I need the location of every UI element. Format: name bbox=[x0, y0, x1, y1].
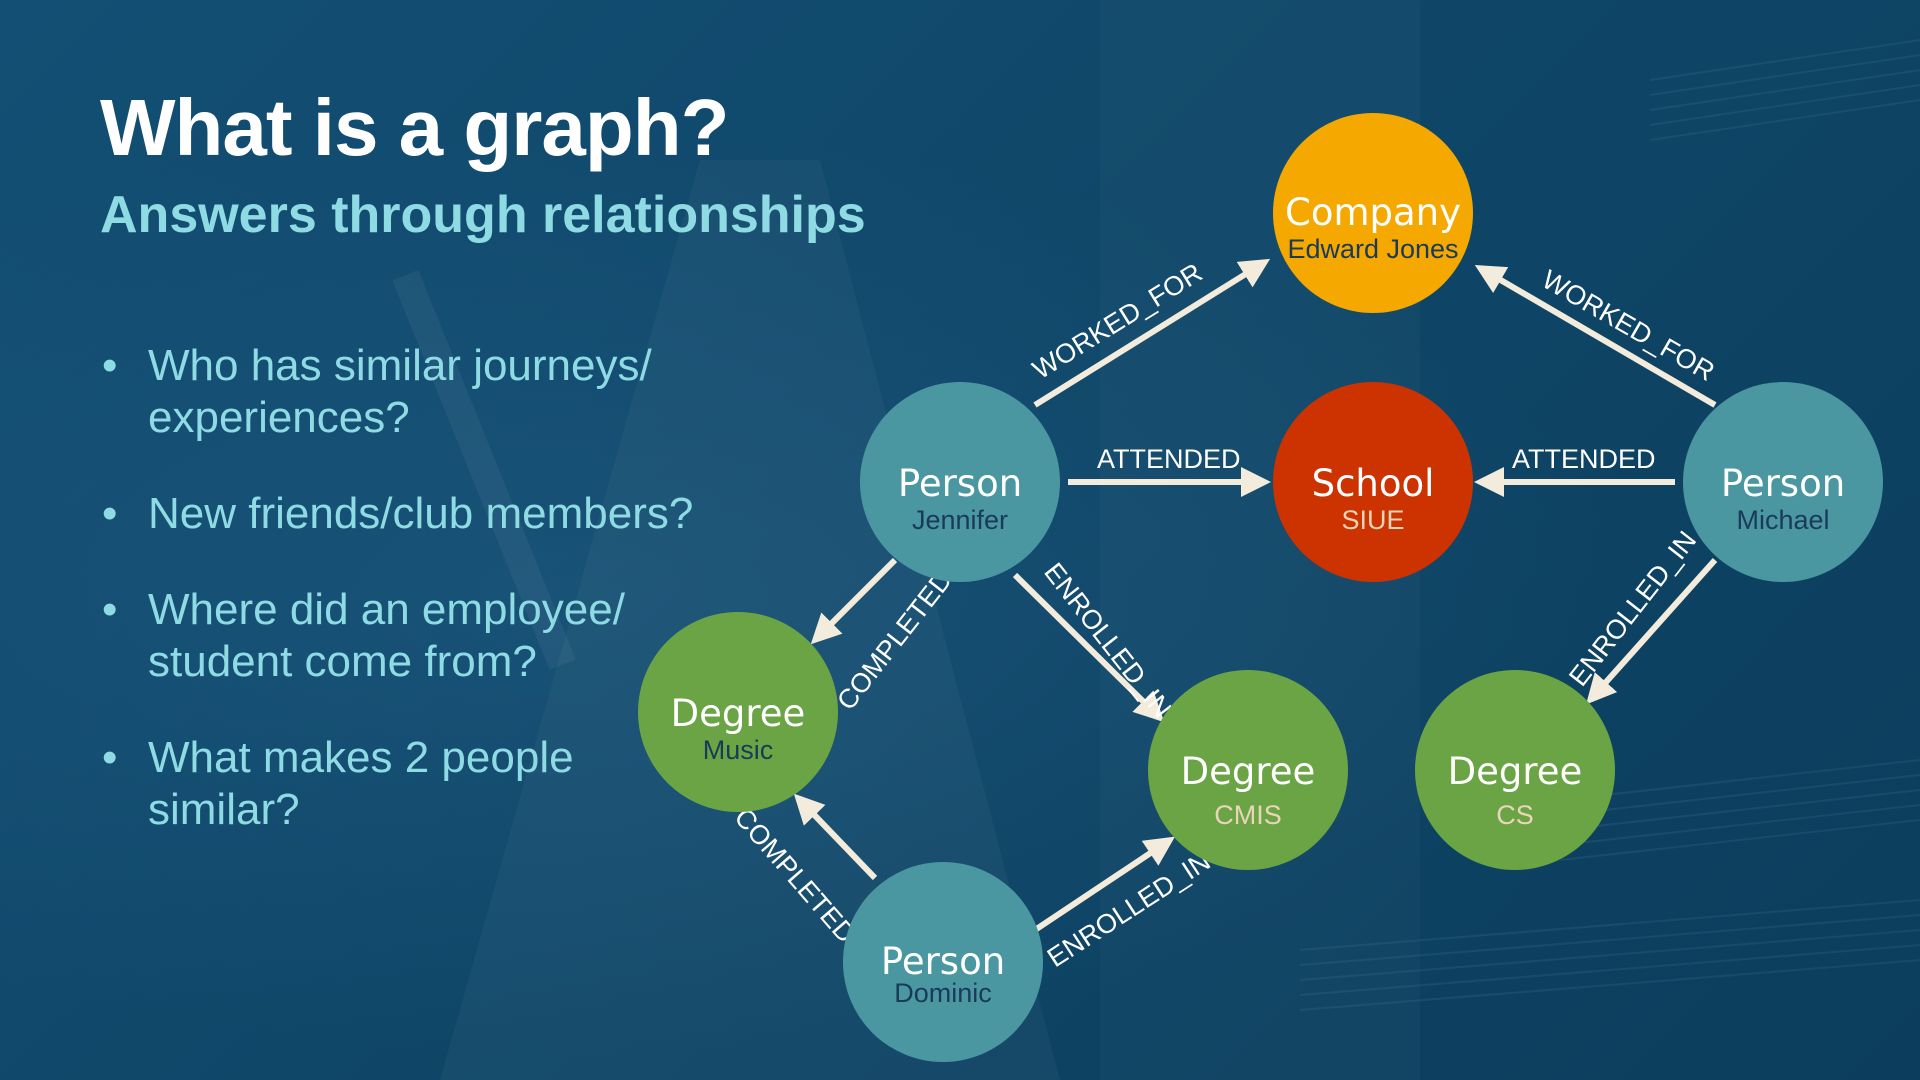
node-type-label: Person bbox=[898, 462, 1022, 505]
bullet-text: Who has similar journeys/ bbox=[148, 341, 652, 390]
bullet-text: student come from? bbox=[148, 637, 537, 686]
node-type-label: Degree bbox=[1181, 750, 1316, 793]
node-name-label: CMIS bbox=[1214, 800, 1282, 830]
bullet-icon: • bbox=[102, 733, 118, 782]
node-type-label: Degree bbox=[671, 692, 806, 735]
slide-title: What is a graph? bbox=[100, 83, 729, 172]
edge-jennifer-completed: COMPLETED bbox=[810, 557, 958, 716]
node-name-label: Dominic bbox=[894, 978, 992, 1008]
node-person-jennifer[interactable]: Person Jennifer bbox=[860, 382, 1060, 582]
node-type-label: School bbox=[1312, 462, 1435, 505]
edge-label: COMPLETED bbox=[831, 565, 958, 716]
edge-dominic-enrolled-in: ENROLLED_IN bbox=[1033, 836, 1216, 973]
bullet-text: What makes 2 people bbox=[148, 733, 574, 782]
edge-michael-attended: ATTENDED bbox=[1474, 444, 1675, 497]
bullet-text: Where did an employee/ bbox=[148, 585, 625, 634]
edge-jennifer-attended: ATTENDED bbox=[1068, 444, 1271, 497]
bullet-icon: • bbox=[102, 341, 118, 390]
node-person-michael[interactable]: Person Michael bbox=[1683, 382, 1883, 582]
node-type-label: Company bbox=[1285, 191, 1461, 234]
bullet-item: • New friends/club members? bbox=[100, 488, 800, 540]
edge-jennifer-worked-for: WORKED_FOR bbox=[1027, 257, 1271, 408]
node-name-label: Jennifer bbox=[912, 505, 1008, 535]
question-list: • Who has similar journeys/ experiences?… bbox=[100, 340, 800, 880]
edge-label: ATTENDED bbox=[1512, 444, 1656, 474]
edge-label: ENROLLED_IN bbox=[1038, 557, 1177, 723]
node-type-label: Degree bbox=[1448, 750, 1583, 793]
node-name-label: Michael bbox=[1736, 505, 1829, 535]
node-name-label: SIUE bbox=[1341, 505, 1404, 535]
node-name-label: Music bbox=[703, 735, 774, 765]
node-person-dominic[interactable]: Person Dominic bbox=[843, 862, 1043, 1062]
edge-label: ATTENDED bbox=[1097, 444, 1241, 474]
edge-michael-worked-for: WORKED_FOR bbox=[1474, 264, 1720, 408]
edge-label: ENROLLED_IN bbox=[1563, 525, 1702, 691]
bullet-item: • What makes 2 people similar? bbox=[100, 732, 800, 836]
bullet-text: similar? bbox=[148, 785, 300, 834]
edge-label: WORKED_FOR bbox=[1537, 264, 1720, 387]
node-degree-cs[interactable]: Degree CS bbox=[1415, 670, 1615, 870]
edge-label: WORKED_FOR bbox=[1027, 257, 1207, 385]
edge-jennifer-enrolled-in: ENROLLED_IN bbox=[1012, 557, 1177, 724]
node-company[interactable]: Company Edward Jones bbox=[1273, 113, 1473, 313]
bullet-icon: • bbox=[102, 585, 118, 634]
node-type-label: Person bbox=[881, 940, 1005, 983]
node-name-label: Edward Jones bbox=[1287, 234, 1458, 264]
bullet-item: • Who has similar journeys/ experiences? bbox=[100, 340, 800, 444]
edge-michael-enrolled-in: ENROLLED_IN bbox=[1563, 525, 1718, 705]
bullet-item: • Where did an employee/ student come fr… bbox=[100, 584, 800, 688]
node-type-label: Person bbox=[1721, 462, 1845, 505]
node-degree-cmis[interactable]: Degree CMIS bbox=[1148, 670, 1348, 870]
bullet-icon: • bbox=[102, 489, 118, 538]
node-school[interactable]: School SIUE bbox=[1273, 382, 1473, 582]
node-degree-music[interactable]: Degree Music bbox=[638, 612, 838, 812]
bullet-text: experiences? bbox=[148, 393, 410, 442]
node-name-label: CS bbox=[1496, 800, 1534, 830]
edge-label: COMPLETED bbox=[728, 802, 861, 948]
bullet-text: New friends/club members? bbox=[148, 489, 694, 538]
slide-subtitle: Answers through relationships bbox=[100, 186, 866, 244]
